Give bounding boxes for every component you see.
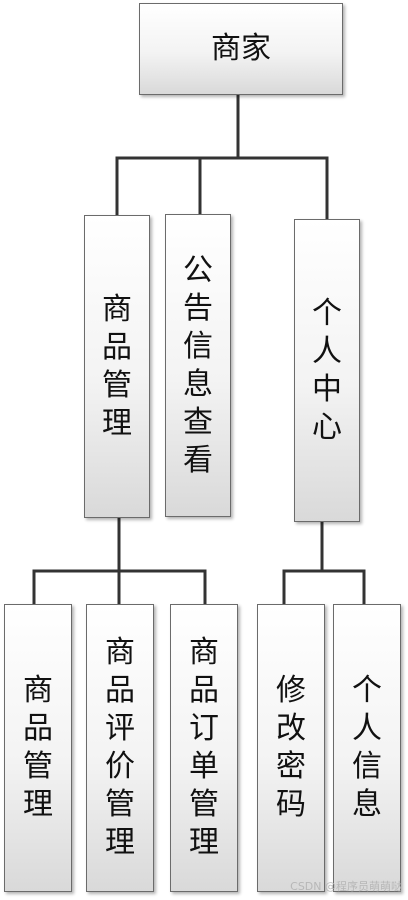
node-personal-center: 个人中心 <box>294 219 360 522</box>
node-personal-center-label: 个人中心 <box>312 295 342 445</box>
node-notice-view-label: 公告信息查看 <box>183 252 213 478</box>
node-product-mgmt-sub-label: 商品管理 <box>23 673 53 822</box>
node-root: 商家 <box>139 3 343 95</box>
node-change-password: 修改密码 <box>257 604 325 892</box>
node-product-order-mgmt: 商品订单管理 <box>170 604 238 892</box>
node-notice-view: 公告信息查看 <box>165 214 231 517</box>
node-root-label: 商家 <box>211 31 271 66</box>
node-product-order-mgmt-label: 商品订单管理 <box>189 635 219 860</box>
watermark: CSDN @程序员萌萌哒 <box>290 880 402 893</box>
node-change-password-label: 修改密码 <box>276 673 306 822</box>
node-product-review-mgmt-label: 商品评价管理 <box>105 635 135 860</box>
node-product-mgmt-sub: 商品管理 <box>4 604 72 892</box>
node-personal-info-label: 个人信息 <box>352 673 382 822</box>
node-product-review-mgmt: 商品评价管理 <box>86 604 154 892</box>
node-product-mgmt-label: 商品管理 <box>102 291 132 441</box>
node-personal-info: 个人信息 <box>333 604 401 892</box>
node-product-mgmt: 商品管理 <box>84 215 150 518</box>
